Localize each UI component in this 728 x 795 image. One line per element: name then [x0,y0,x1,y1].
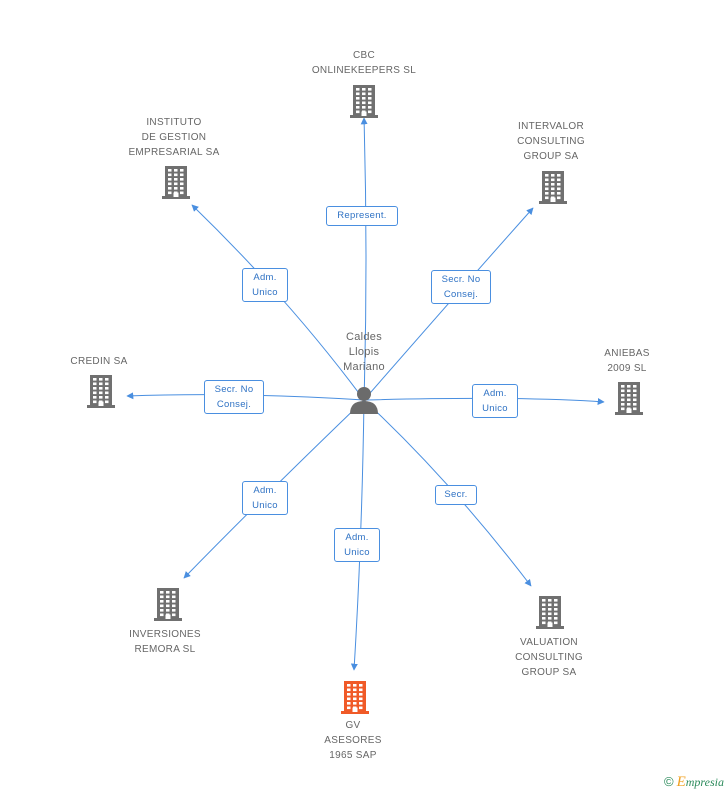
building-icon [350,85,378,118]
relation-label-aniebas: Adm. Unico [472,384,518,418]
relation-label-instituto: Adm. Unico [242,268,288,302]
person-name[interactable]: Caldes Llopis Mariano [343,331,385,373]
brand-initial: E [676,774,686,790]
building-icon [87,375,115,408]
company-node-credin[interactable] [87,374,115,413]
relation-label-valuation: Secr. [435,485,477,505]
building-icon [341,681,369,714]
brand-name: mpresia [685,775,724,789]
building-icon [615,382,643,415]
company-node-inversiones[interactable] [154,587,182,626]
person-node[interactable] [349,386,379,419]
building-icon [536,596,564,629]
company-name-gv[interactable]: GV ASESORES 1965 SAP [324,720,382,761]
edge-cbc [360,117,368,401]
company-name-valuation[interactable]: VALUATION CONSULTING GROUP SA [515,637,583,678]
copyright-symbol: © [664,774,674,789]
relation-label-inversiones: Adm. Unico [242,481,288,515]
building-icon [539,171,567,204]
company-node-valuation[interactable] [536,595,564,634]
company-node-cbc[interactable] [350,84,378,123]
company-node-intervalor[interactable] [539,170,567,209]
company-name-credin[interactable]: CREDIN SA [70,356,128,367]
footer-brand: ©Empresia [664,774,724,791]
company-name-intervalor[interactable]: INTERVALOR CONSULTING GROUP SA [517,121,585,162]
company-node-gv[interactable] [341,680,369,719]
building-icon [154,588,182,621]
company-node-instituto[interactable] [162,165,190,204]
relation-label-intervalor: Secr. No Consej. [431,270,491,304]
relation-label-credin: Secr. No Consej. [204,380,264,414]
company-name-instituto[interactable]: INSTITUTO DE GESTION EMPRESARIAL SA [128,117,220,158]
company-name-inversiones[interactable]: INVERSIONES REMORA SL [129,629,201,655]
company-name-aniebas[interactable]: ANIEBAS 2009 SL [604,348,650,374]
company-name-cbc[interactable]: CBC ONLINEKEEPERS SL [311,50,417,76]
relation-label-gv: Adm. Unico [334,528,380,562]
building-icon [162,166,190,199]
person-icon [350,387,378,414]
company-node-aniebas[interactable] [615,381,643,420]
relation-label-cbc: Represent. [326,206,398,226]
